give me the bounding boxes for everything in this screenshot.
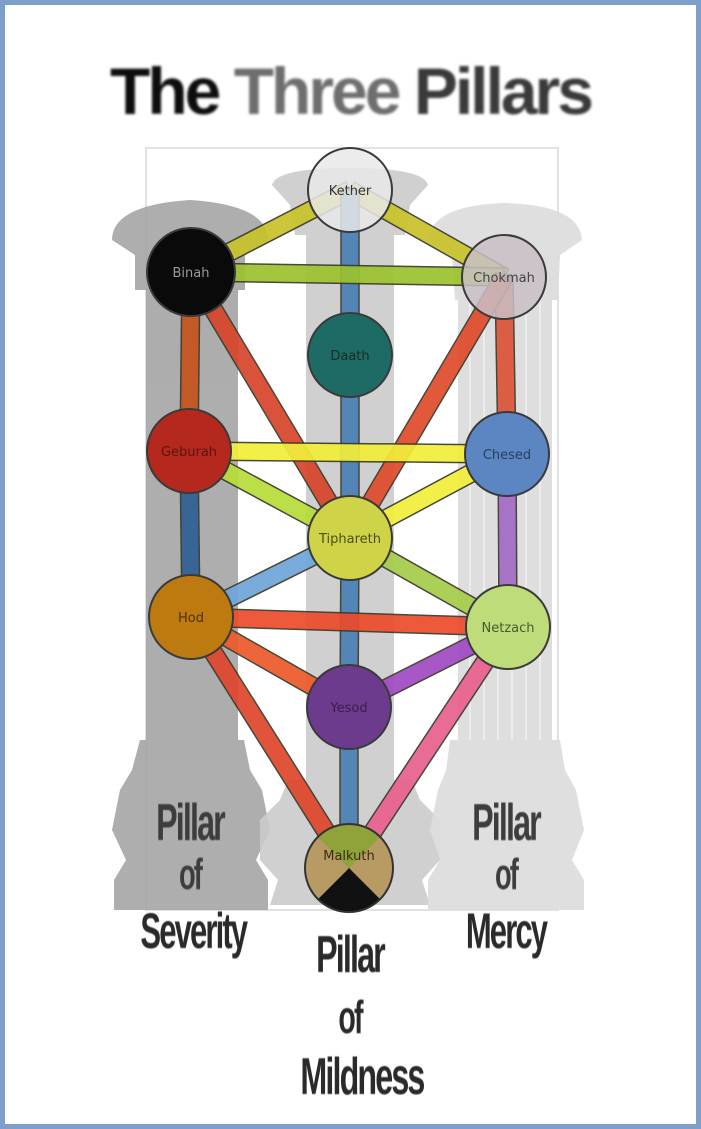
sephirah-label-yesod: Yesod bbox=[329, 701, 367, 716]
pillar-mildness-word-pillar: Pillar bbox=[316, 926, 386, 984]
sephirah-label-hod: Hod bbox=[178, 611, 204, 626]
pillar-mercy-word-of: of bbox=[494, 850, 519, 899]
sephirah-daath: Daath bbox=[307, 312, 393, 398]
sephirah-label-chesed: Chesed bbox=[483, 448, 531, 463]
sephirah-tiphareth: Tiphareth bbox=[307, 495, 393, 581]
path-geburah-chesed bbox=[188, 441, 508, 464]
pillar-mercy-word-mercy: Mercy bbox=[465, 903, 548, 959]
sephirah-chesed: Chesed bbox=[464, 411, 550, 497]
pillar-mildness-word-mildness: Mildness bbox=[300, 1048, 425, 1106]
pillar-severity-label: Pillar of Severity bbox=[140, 794, 248, 959]
sephirah-kether: Kether bbox=[307, 147, 393, 233]
sephirah-label-binah: Binah bbox=[173, 266, 210, 281]
sephirah-chokmah: Chokmah bbox=[461, 234, 547, 320]
sephirah-yesod: Yesod bbox=[306, 664, 392, 750]
sephirah-label-kether: Kether bbox=[329, 184, 372, 199]
sephirah-binah: Binah bbox=[146, 227, 236, 317]
title-word-the: The bbox=[110, 54, 221, 128]
sephirah-label-malkuth: Malkuth bbox=[323, 849, 375, 864]
title-word-three: Three bbox=[233, 54, 402, 128]
sephirah-netzach: Netzach bbox=[465, 584, 551, 670]
pillar-severity-word-pillar: Pillar bbox=[156, 794, 226, 852]
pillar-mildness-label: Pillar of Mildness bbox=[300, 925, 425, 1106]
pillar-mercy-label: Pillar of Mercy bbox=[456, 795, 555, 959]
page-title: The Three Pillars bbox=[0, 56, 701, 126]
sephirah-malkuth: Malkuth bbox=[304, 823, 394, 913]
pillar-mildness-word-of: of bbox=[338, 991, 363, 1043]
title-word-pillars: Pillars bbox=[413, 54, 594, 128]
sephirah-label-netzach: Netzach bbox=[482, 621, 535, 636]
pillar-severity-word-severity: Severity bbox=[140, 903, 248, 959]
sephirah-label-geburah: Geburah bbox=[161, 445, 217, 460]
pillar-mercy-word-pillar: Pillar bbox=[472, 794, 542, 852]
pillar-severity-word-of: of bbox=[178, 850, 203, 899]
sephirah-label-chokmah: Chokmah bbox=[473, 271, 535, 286]
sephirah-hod: Hod bbox=[148, 574, 234, 660]
sephirah-label-daath: Daath bbox=[330, 349, 369, 364]
sephirah-geburah: Geburah bbox=[146, 408, 232, 494]
sephirah-label-tiphareth: Tiphareth bbox=[318, 532, 381, 547]
